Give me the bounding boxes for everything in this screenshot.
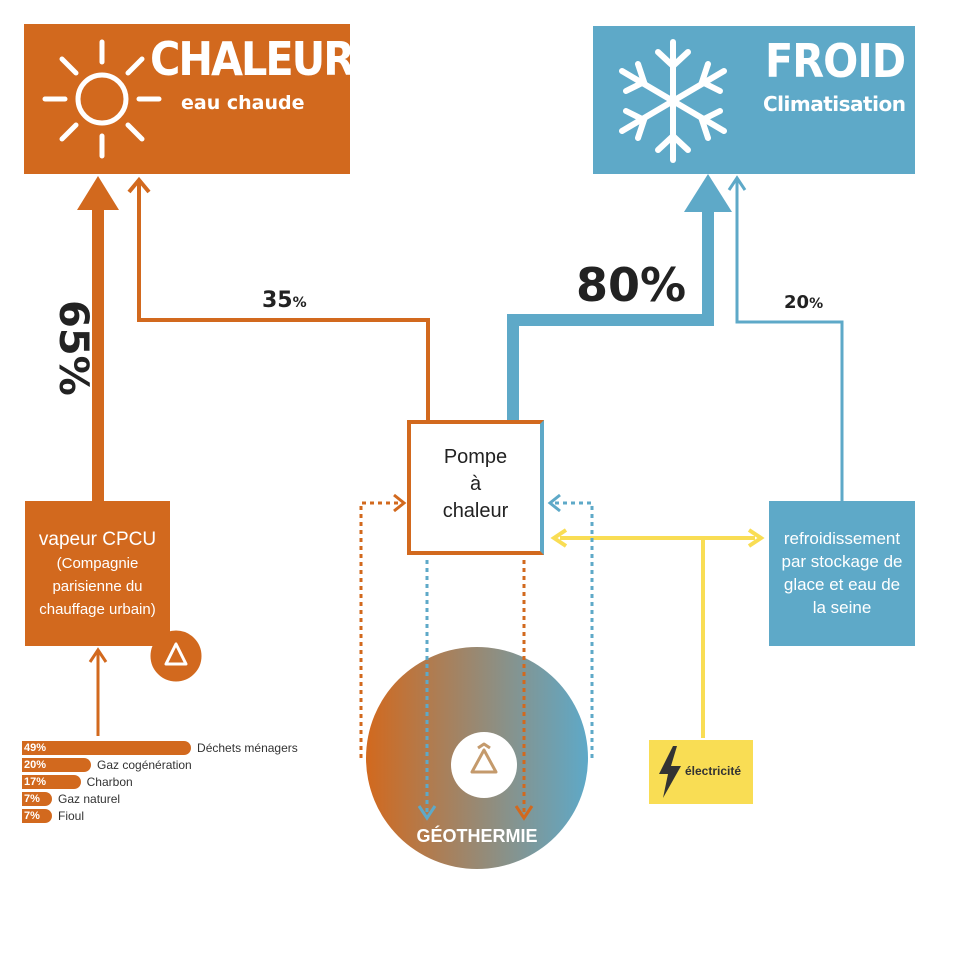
recycle-icon [164, 642, 188, 666]
source-pct: 20% [24, 759, 47, 771]
sun-icon [42, 39, 162, 159]
label-35-sign: % [292, 295, 307, 311]
froid-box: FROID Climatisation [593, 26, 915, 174]
geo-recycle-badge [451, 732, 517, 798]
flow-electricite [550, 528, 765, 738]
froid-subtitle: Climatisation [763, 92, 906, 116]
source-bar [22, 758, 91, 772]
source-pct: 7% [24, 810, 40, 822]
refroid-line4: la seine [812, 598, 872, 617]
pompe-line2: à [469, 473, 482, 495]
label-20: 20% [784, 292, 823, 313]
flow-refroid-to-froid [727, 175, 844, 502]
source-bar [22, 775, 81, 789]
refroid-line2: par stockage de [781, 552, 903, 571]
pompe-line1: Pompe [443, 446, 508, 468]
froid-title: FROID [765, 34, 906, 88]
chaleur-box: CHALEUR eau chaude [24, 24, 355, 174]
label-20-num: 20 [784, 292, 810, 313]
pompe-box: Pompe à chaleur [407, 420, 544, 555]
source-bar [22, 792, 52, 806]
electricite-label: électricité [685, 764, 742, 778]
refroidissement-box: refroidissement par stockage de glace et… [769, 501, 915, 646]
source-bar [22, 809, 52, 823]
flow-cpcu-to-chaleur [77, 176, 119, 502]
cpcu-box: vapeur CPCU (Compagnie parisienne du cha… [25, 501, 170, 646]
electricite-box: électricité [649, 740, 753, 804]
cpcu-detail1: (Compagnie [56, 555, 139, 572]
label-35: 35% [262, 288, 307, 313]
chaleur-subtitle: eau chaude [181, 92, 305, 114]
snowflake-icon [619, 39, 727, 163]
source-name: Charbon [86, 775, 133, 789]
source-bar [22, 741, 192, 755]
refroid-line1: refroidissement [783, 529, 901, 548]
source-name: Gaz cogénération [97, 758, 192, 772]
flow-sources-to-cpcu [88, 647, 108, 736]
label-20-sign: % [809, 296, 824, 312]
source-pct: 7% [24, 793, 40, 805]
flow-pompe-to-chaleur [127, 176, 430, 421]
lightning-icon [659, 746, 681, 798]
label-65: 65% [50, 300, 96, 396]
pompe-line3: chaleur [442, 500, 509, 522]
source-pct: 17% [24, 776, 47, 788]
recycle-icon [470, 742, 498, 774]
cpcu-detail3: chauffage urbain) [39, 601, 156, 618]
chaleur-title: CHALEUR [150, 32, 355, 86]
source-name: Fioul [58, 809, 85, 823]
flow-pompe-to-froid [507, 174, 732, 421]
refroid-line3: glace et eau de [783, 575, 901, 594]
source-name: Déchets ménagers [197, 741, 298, 755]
geothermie-label: GÉOTHERMIE [416, 826, 538, 846]
label-35-num: 35 [262, 288, 293, 313]
cpcu-title: vapeur CPCU [38, 529, 157, 550]
cpcu-detail2: parisienne du [52, 578, 143, 595]
label-80: 80% [576, 258, 687, 312]
source-pct: 49% [24, 742, 47, 754]
source-name: Gaz naturel [58, 792, 121, 806]
